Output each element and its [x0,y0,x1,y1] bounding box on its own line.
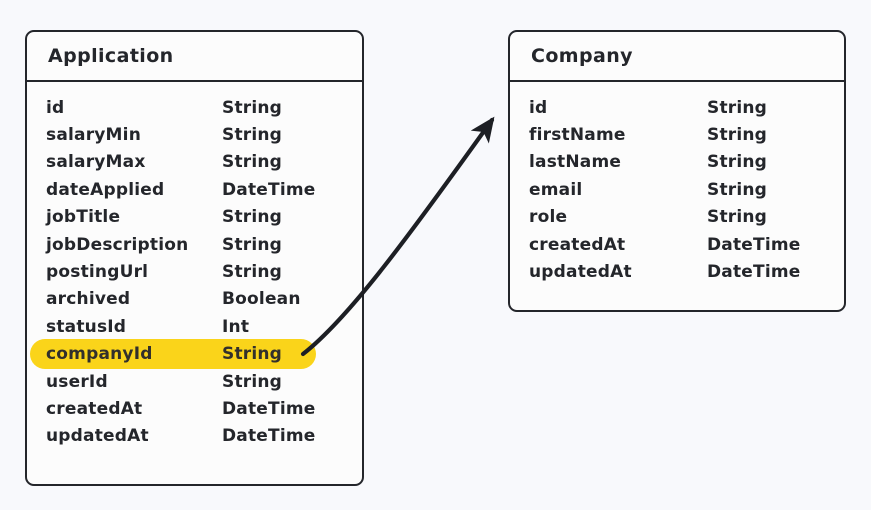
field-type: String [222,152,283,173]
field-name: updatedAt [46,426,149,447]
field-row[interactable]: userId String [27,368,362,395]
entity-title-application: Application [48,45,174,67]
field-type: DateTime [222,426,316,447]
field-row[interactable]: createdAt DateTime [27,395,362,422]
field-name: createdAt [46,398,143,419]
field-row[interactable]: lastName String [510,149,844,176]
field-row[interactable]: salaryMax String [27,149,362,176]
field-name: jobTitle [46,207,121,228]
field-type: String [222,97,283,118]
field-name: id [46,97,65,118]
field-row[interactable]: companyId String [27,339,362,370]
field-name: archived [46,289,131,310]
field-name: createdAt [529,234,626,255]
field-row[interactable]: email String [510,176,844,203]
highlight-marker [30,339,316,370]
field-type: String [222,344,283,365]
field-row[interactable]: firstName String [510,121,844,148]
field-type: DateTime [707,234,801,255]
field-type: String [707,152,768,173]
field-name: salaryMin [46,125,142,146]
field-row[interactable]: postingUrl String [27,258,362,285]
field-row[interactable]: updatedAt DateTime [27,423,362,450]
field-type: String [707,125,768,146]
field-type: Boolean [222,289,301,310]
field-row[interactable]: jobTitle String [27,204,362,231]
field-row[interactable]: role String [510,204,844,231]
field-name: lastName [529,152,622,173]
field-name: salaryMax [46,152,146,173]
field-name: jobDescription [46,234,189,255]
field-type: String [707,97,768,118]
field-name: postingUrl [46,262,149,283]
field-row[interactable]: archived Boolean [27,286,362,313]
field-type: String [222,371,283,392]
field-name: role [529,207,568,228]
field-row[interactable]: statusId Int [27,313,362,340]
entity-header-application: Application [27,32,362,82]
field-name: email [529,179,583,200]
field-name: statusId [46,316,127,337]
field-row[interactable]: id String [510,94,844,121]
field-row[interactable]: salaryMin String [27,121,362,148]
field-type: String [707,207,768,228]
field-name: updatedAt [529,262,632,283]
field-type: String [222,262,283,283]
field-type: String [222,207,283,228]
field-row[interactable]: dateApplied DateTime [27,176,362,203]
field-type: String [222,234,283,255]
field-type: String [707,179,768,200]
field-name: id [529,97,548,118]
field-type: DateTime [222,179,316,200]
entity-header-company: Company [510,32,844,82]
field-row[interactable]: updatedAt DateTime [510,258,844,285]
field-type: Int [222,316,250,337]
field-row[interactable]: jobDescription String [27,231,362,258]
field-type: String [222,125,283,146]
field-type: DateTime [222,398,316,419]
field-type: DateTime [707,262,801,283]
entity-title-company: Company [531,45,633,67]
field-name: companyId [46,344,153,365]
field-row[interactable]: createdAt DateTime [510,231,844,258]
field-row[interactable]: id String [27,94,362,121]
field-name: dateApplied [46,179,165,200]
field-name: userId [46,371,108,392]
field-name: firstName [529,125,626,146]
